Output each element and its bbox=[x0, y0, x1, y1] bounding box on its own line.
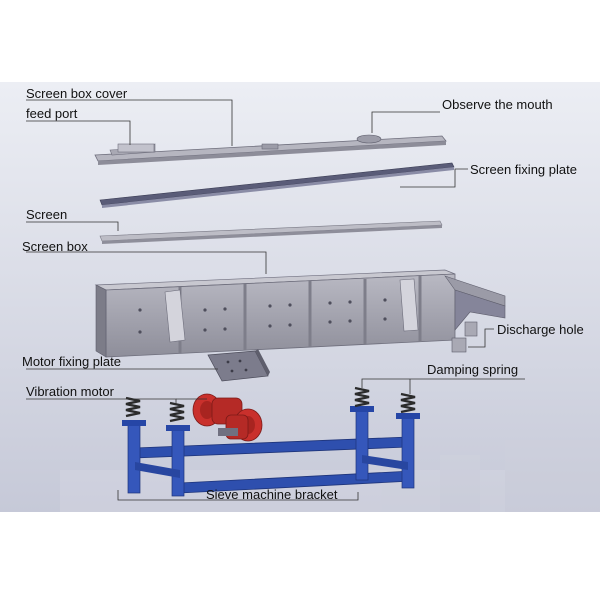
screen-box bbox=[94, 269, 506, 382]
label-screen: Screen bbox=[26, 207, 68, 222]
label-sieve-machine-bracket: Sieve machine bracket bbox=[206, 487, 338, 502]
leader-lines bbox=[26, 99, 525, 501]
label-discharge-hole: Discharge hole bbox=[497, 322, 584, 337]
sieve-machine-bracket bbox=[122, 406, 420, 497]
label-screen-box: Screen box bbox=[22, 239, 88, 254]
screen-mesh bbox=[99, 220, 443, 244]
floor-shadow bbox=[60, 440, 600, 512]
screen-fixing-plate bbox=[99, 162, 455, 208]
label-vibration-motor: Vibration motor bbox=[26, 384, 114, 399]
screen-box-cover bbox=[94, 134, 447, 165]
label-observe-the-mouth: Observe the mouth bbox=[442, 97, 553, 112]
label-screen-box-cover: Screen box cover bbox=[26, 86, 128, 101]
label-screen-fixing-plate: Screen fixing plate bbox=[470, 162, 577, 177]
label-motor-fixing-plate: Motor fixing plate bbox=[22, 354, 121, 369]
label-feed-port: feed port bbox=[26, 106, 78, 121]
damping-springs bbox=[125, 386, 416, 423]
label-damping-spring: Damping spring bbox=[427, 362, 519, 377]
vibration-motor bbox=[192, 393, 263, 442]
